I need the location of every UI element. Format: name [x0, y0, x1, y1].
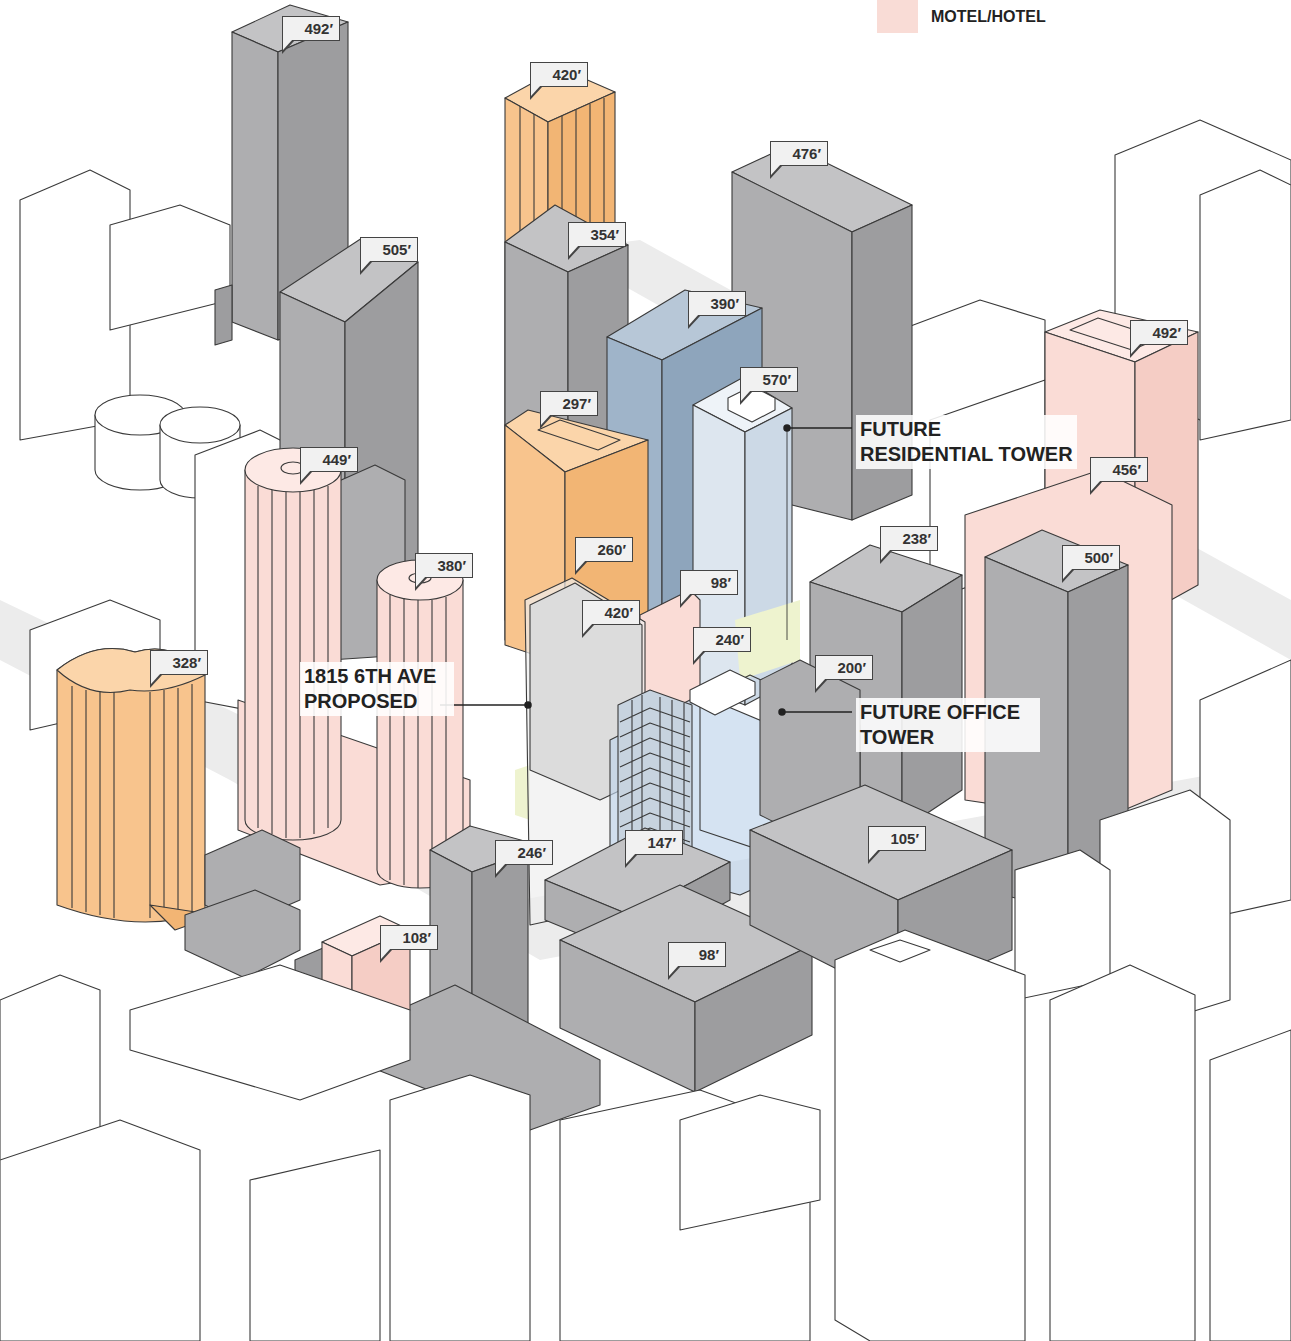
height-callout: 420′	[530, 62, 588, 87]
building	[130, 965, 410, 1100]
building	[835, 930, 1025, 1341]
height-callout: 380′	[415, 553, 473, 578]
height-callout: 147′	[625, 830, 683, 855]
building	[250, 1150, 380, 1341]
height-callout: 260′	[575, 537, 633, 562]
building	[390, 1075, 530, 1341]
leader-dot	[784, 425, 790, 431]
height-callout: 500′	[1062, 545, 1120, 570]
height-callout: 246′	[495, 840, 553, 865]
height-callout: 390′	[688, 291, 746, 316]
facade	[57, 649, 205, 922]
leader-dot	[525, 702, 531, 708]
annotation-label: FUTURE RESIDENTIAL TOWER	[856, 415, 1077, 469]
height-callout: 238′	[880, 526, 938, 551]
height-callout: 456′	[1090, 457, 1148, 482]
height-callout: 570′	[740, 367, 798, 392]
towers	[57, 5, 1198, 978]
low-block	[185, 890, 300, 978]
height-callout: 420′	[582, 600, 640, 625]
leader-line	[782, 711, 852, 713]
leader-line	[787, 427, 852, 429]
height-callout: 449′	[300, 447, 358, 472]
stripes	[72, 684, 192, 918]
building	[1210, 1030, 1291, 1341]
facade	[852, 205, 912, 520]
facade	[215, 285, 232, 345]
facade	[695, 945, 812, 1092]
building	[1050, 965, 1195, 1341]
leader-lines	[440, 425, 852, 715]
foreground-buildings	[0, 790, 1291, 1341]
height-callout: 98′	[668, 942, 726, 967]
building	[0, 1120, 200, 1341]
windows	[620, 695, 690, 875]
height-callout: 476′	[770, 141, 828, 166]
building	[680, 1095, 820, 1230]
height-callout: 108′	[380, 925, 438, 950]
building	[110, 205, 230, 330]
height-callout: 328′	[150, 650, 208, 675]
height-callout: 240′	[693, 627, 751, 652]
roof-box	[870, 940, 930, 962]
historic-building	[618, 690, 692, 878]
building	[1015, 850, 1110, 1000]
annotation-label: 1815 6TH AVE PROPOSED	[300, 662, 454, 716]
tank-top	[160, 407, 240, 443]
height-callout: 492′	[282, 16, 340, 41]
annotation-label: FUTURE OFFICE TOWER	[856, 698, 1040, 752]
height-callout: 297′	[540, 391, 598, 416]
height-callout: 354′	[568, 222, 626, 247]
legend-swatch	[877, 0, 918, 33]
streets	[0, 240, 1291, 960]
height-callout: 98′	[680, 570, 738, 595]
height-callout: 505′	[360, 237, 418, 262]
building	[1200, 170, 1291, 440]
background-buildings	[20, 120, 1291, 920]
height-callout: 492′	[1130, 320, 1188, 345]
leader-dot	[779, 709, 785, 715]
stripes	[390, 595, 446, 888]
cylinder	[245, 470, 341, 840]
legend-label: MOTEL/HOTEL	[931, 8, 1046, 26]
facade	[232, 32, 278, 340]
roof-box	[690, 670, 755, 715]
leader-line	[787, 428, 788, 640]
height-callout: 105′	[868, 826, 926, 851]
height-callout: 200′	[815, 655, 873, 680]
